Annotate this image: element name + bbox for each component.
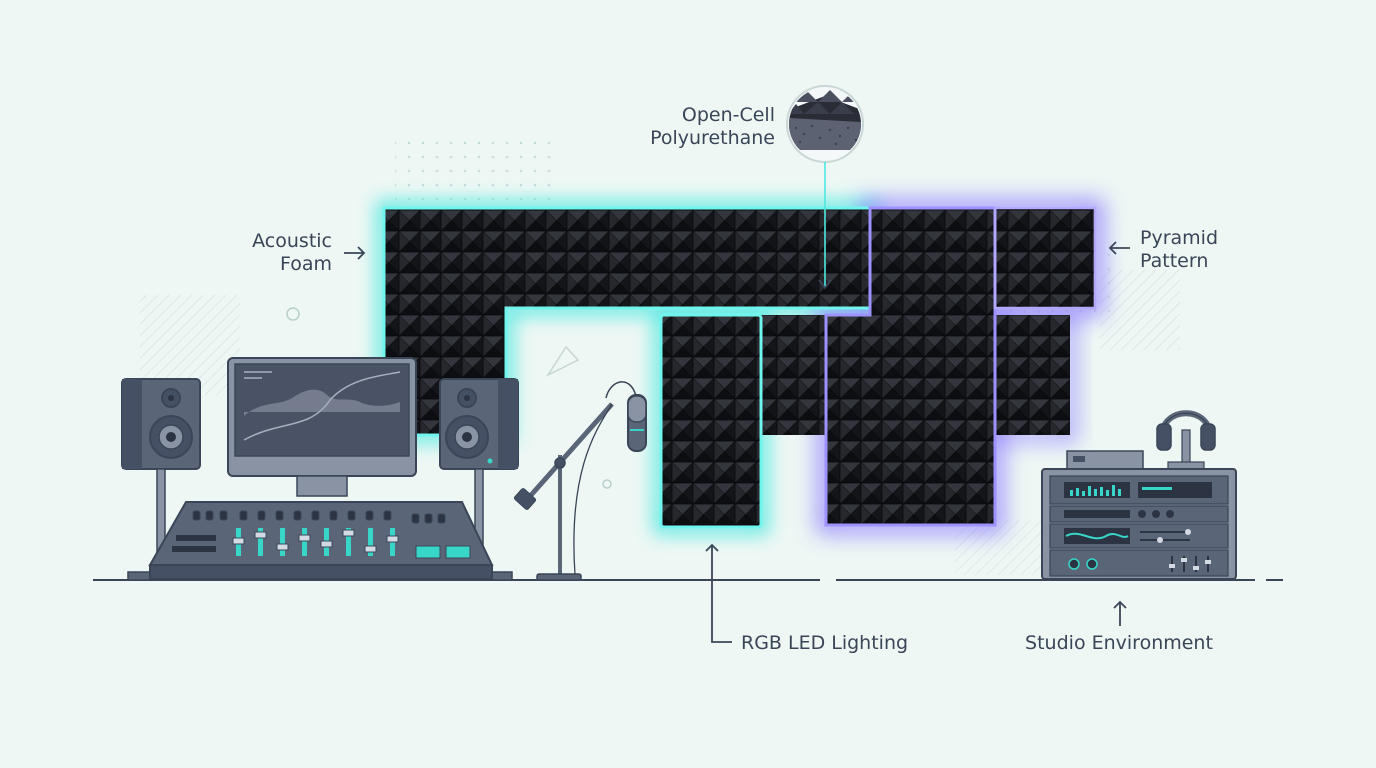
foam-sample-icon: [786, 85, 864, 163]
acoustic-foam-label-line2: Foam: [280, 253, 332, 275]
studio-environment-label: Studio Environment: [1025, 632, 1213, 654]
foam-panel-right-small: [995, 315, 1070, 435]
foam-panel-middle: [761, 315, 826, 435]
rack-equipment-icon: [1041, 450, 1237, 580]
rgb-led-lighting-label: RGB LED Lighting: [741, 632, 908, 654]
studio-monitor-left-icon: [121, 378, 201, 581]
microphone-stand-icon: [513, 381, 647, 581]
pyramid-pattern-label-line1: Pyramid: [1140, 227, 1218, 249]
acoustic-foam-label-line1: Acoustic: [252, 230, 332, 252]
pyramid-pattern-label-line2: Pattern: [1140, 250, 1208, 272]
mixing-console-icon: [148, 501, 494, 580]
open-cell-label-line1: Open-Cell: [682, 104, 775, 126]
acoustic-foam-panels: [382, 206, 1097, 529]
leader-lines: [344, 162, 1130, 643]
foam-panel-tall-right: [826, 208, 995, 525]
computer-monitor-icon: [227, 357, 417, 497]
open-cell-label-line2: Polyurethane: [650, 127, 775, 149]
foam-panel-tall-left: [661, 315, 761, 527]
headphones-icon: [1156, 410, 1216, 470]
